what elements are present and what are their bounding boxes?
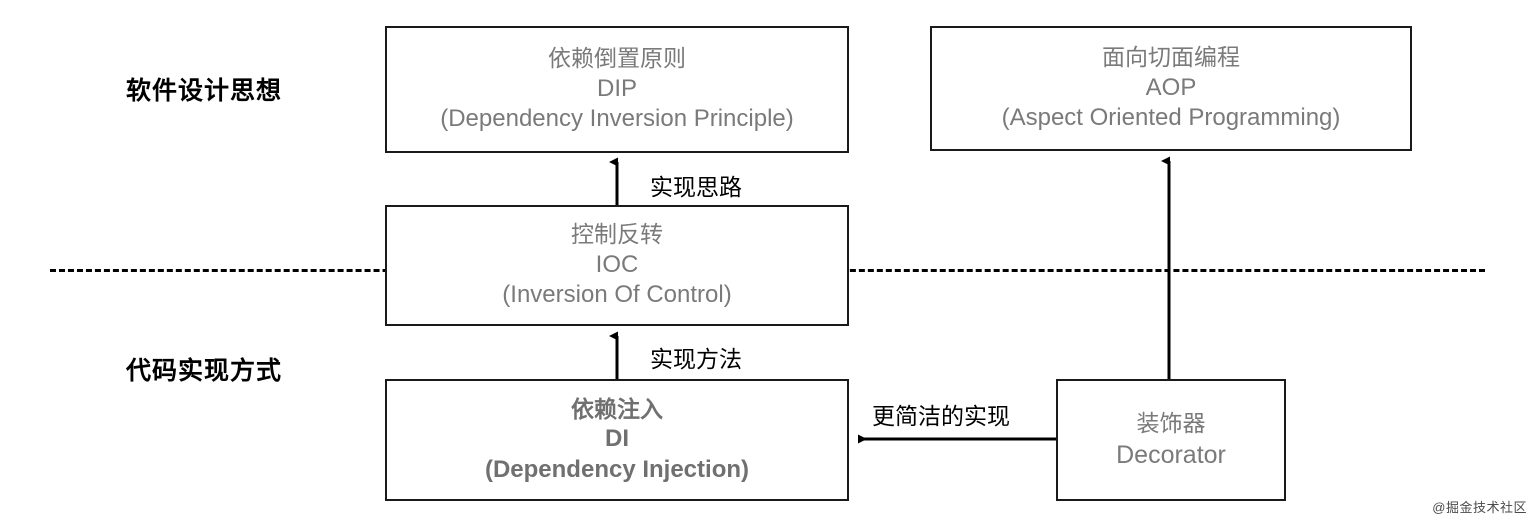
node-aop-abbr: AOP [1145, 73, 1197, 101]
node-di-abbr: DI [605, 425, 629, 452]
node-dip-cn: 依赖倒置原则 [548, 45, 686, 72]
node-ioc-cn: 控制反转 [571, 221, 663, 248]
node-decorator-cn: 装饰器 [1136, 410, 1206, 437]
edge-label-di-to-ioc: 实现方法 [650, 346, 742, 372]
node-dip-full: (Dependency Inversion Principle) [440, 105, 794, 133]
node-decorator-abbr: Decorator [1116, 440, 1226, 469]
node-aop-full: (Aspect Oriented Programming) [1001, 104, 1341, 132]
edge-label-decorator-to-di: 更简洁的实现 [872, 403, 1010, 429]
node-box-di[interactable]: 依赖注入 DI (Dependency Injection) [385, 379, 849, 501]
node-dip-abbr: DIP [596, 74, 637, 102]
node-ioc-abbr: IOC [595, 250, 639, 278]
row-label-code-implementation: 代码实现方式 [126, 357, 283, 385]
node-ioc-full: (Inversion Of Control) [502, 281, 732, 309]
node-box-ioc[interactable]: 控制反转 IOC (Inversion Of Control) [385, 205, 849, 326]
node-aop-cn: 面向切面编程 [1102, 44, 1240, 71]
node-box-decorator[interactable]: 装饰器 Decorator [1056, 379, 1286, 501]
row-label-design-philosophy: 软件设计思想 [126, 77, 283, 105]
edge-label-ioc-to-dip: 实现思路 [650, 174, 742, 200]
node-box-aop[interactable]: 面向切面编程 AOP (Aspect Oriented Programming) [930, 26, 1412, 151]
node-di-full: (Dependency Injection) [484, 455, 750, 483]
node-box-dip[interactable]: 依赖倒置原则 DIP (Dependency Inversion Princip… [385, 26, 849, 153]
node-di-cn: 依赖注入 [571, 395, 663, 422]
watermark: @掘金技术社区 [1432, 500, 1527, 515]
